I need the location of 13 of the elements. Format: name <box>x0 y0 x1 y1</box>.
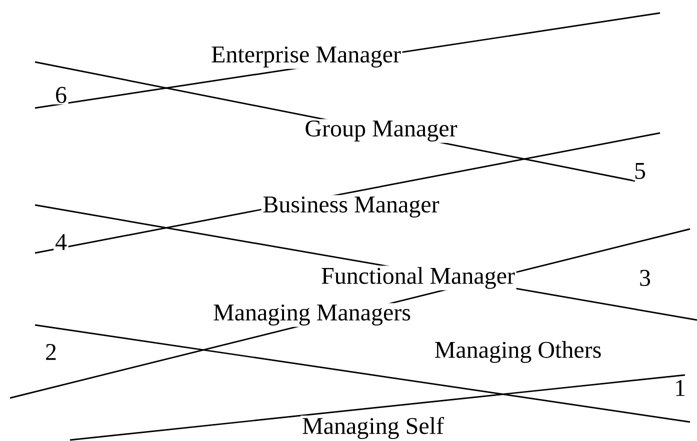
level-name: Functional Manager <box>320 266 516 290</box>
level-number: 3 <box>638 268 652 288</box>
level-name: Group Manager <box>303 119 459 143</box>
level-number: 1 <box>672 378 688 398</box>
level-name: Business Manager <box>261 195 441 219</box>
level-name: Enterprise Manager <box>210 45 402 69</box>
level-name: Managing Managers <box>212 303 412 327</box>
level-name: Managing Others <box>433 340 603 364</box>
level-number: 4 <box>54 232 68 252</box>
level-name: Managing Self <box>300 416 446 440</box>
level-number: 5 <box>632 162 648 180</box>
level-number: 6 <box>54 86 68 104</box>
level-number: 2 <box>44 342 58 362</box>
